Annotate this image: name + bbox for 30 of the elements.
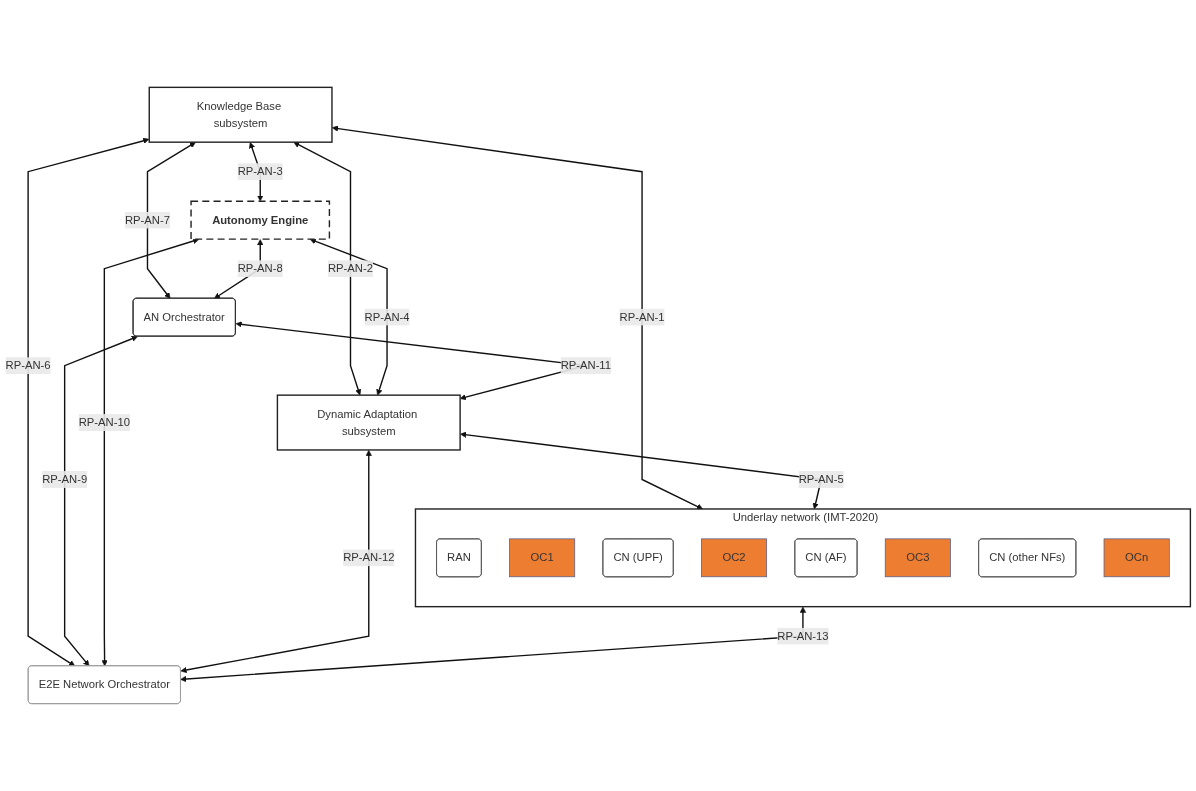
edge-label: RP-AN-12 [343,551,395,564]
node-box: OCn [1103,538,1170,578]
arrow [63,335,138,667]
edge-label: RP-AN-3 [237,165,283,178]
arrow [101,237,200,667]
edge-label: RP-AN-13 [777,629,829,642]
edge-label: RP-AN-11 [560,359,612,372]
edge-label: RP-AN-1 [619,310,665,323]
edge-label: RP-AN-5 [798,473,844,486]
arrow [180,606,806,683]
edge-label: RP-AN-6 [5,359,51,372]
edge-label: RP-AN-4 [364,310,410,323]
edge-label: RP-AN-8 [237,262,283,275]
edge-label: RP-AN-9 [42,473,88,486]
edge-label: RP-AN-10 [78,416,130,429]
arrow [146,142,196,299]
node-box: OC2 [701,538,768,578]
arrow [331,125,703,510]
node-box: OC3 [884,538,951,578]
node-box: Autonomy Engine [190,200,331,240]
node-box: Dynamic Adaptation subsystem [276,394,461,451]
arrow [180,449,372,674]
node-box: OC1 [509,538,576,578]
arrow [460,431,823,510]
edge-label: RP-AN-7 [124,213,170,226]
edge-label: RP-AN-2 [328,262,373,275]
arrow [309,238,388,396]
node-box: Knowledge Base subsystem [148,86,333,143]
arrow [27,137,150,667]
arrow [293,142,362,396]
